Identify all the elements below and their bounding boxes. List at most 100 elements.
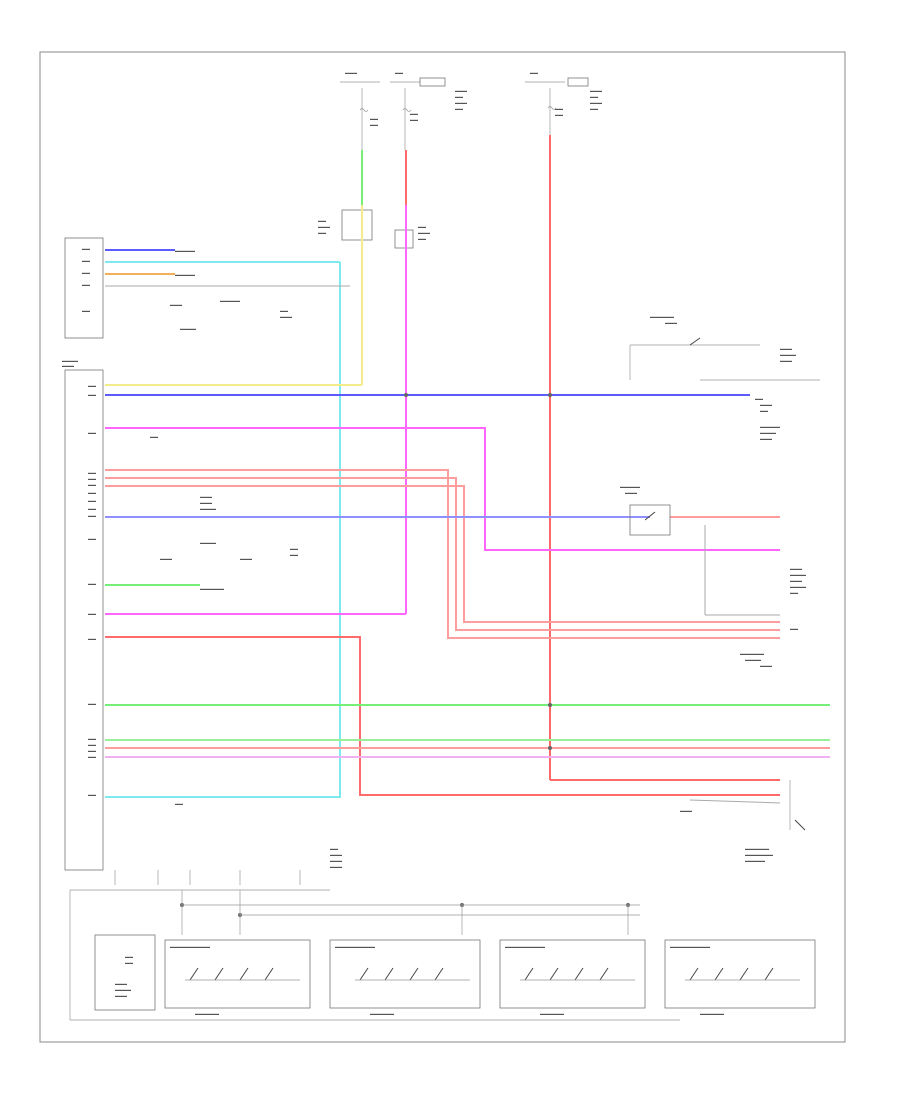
svg-text:▬▬: ▬▬ — [395, 70, 403, 75]
svg-text:▬▬: ▬▬ — [455, 94, 463, 99]
svg-text:▬▬▬▬▬: ▬▬▬▬▬ — [760, 424, 780, 429]
svg-text:▬▬▬: ▬▬▬ — [680, 808, 692, 813]
svg-text:▬▬▬: ▬▬▬ — [318, 224, 330, 229]
svg-text:▬▬: ▬▬ — [88, 498, 96, 503]
diagram-border — [39, 51, 846, 1043]
svg-text:▬▬▬▬: ▬▬▬▬ — [180, 326, 196, 331]
svg-text:▬▬▬: ▬▬▬ — [780, 346, 792, 351]
svg-text:▬▬▬▬: ▬▬▬▬ — [790, 572, 806, 577]
svg-text:▬▬▬▬▬▬▬▬▬▬: ▬▬▬▬▬▬▬▬▬▬ — [335, 944, 375, 949]
svg-text:▬▬▬: ▬▬▬ — [345, 70, 357, 75]
svg-text:▬▬▬▬▬▬▬▬▬▬: ▬▬▬▬▬▬▬▬▬▬ — [505, 944, 545, 949]
svg-text:▬▬▬▬: ▬▬▬▬ — [200, 540, 216, 545]
svg-text:▬▬▬▬▬▬: ▬▬▬▬▬▬ — [745, 846, 769, 851]
junction-connectors: ▬▬▬▬▬▬▬ ▬▬▬▬▬▬▬ — [318, 209, 430, 249]
svg-text:▬▬▬: ▬▬▬ — [590, 88, 602, 93]
svg-text:▬▬: ▬▬ — [318, 230, 326, 235]
svg-text:▬▬: ▬▬ — [88, 611, 96, 616]
svg-text:▬▬: ▬▬ — [290, 552, 298, 557]
svg-text:▬▬▬: ▬▬▬ — [760, 402, 772, 407]
svg-text:▬▬: ▬▬ — [370, 116, 378, 121]
svg-text:▬▬▬▬▬▬: ▬▬▬▬▬▬ — [370, 1011, 394, 1016]
switch-bank-4: ▬▬▬▬▬▬▬▬▬▬ ▬▬▬▬▬▬ — [664, 939, 816, 1016]
svg-text:▬▬: ▬▬ — [418, 236, 426, 241]
svg-text:▬▬▬▬: ▬▬▬▬ — [115, 987, 131, 992]
svg-text:▬▬: ▬▬ — [88, 736, 96, 741]
svg-text:▬▬: ▬▬ — [82, 270, 90, 275]
svg-text:▬▬▬: ▬▬▬ — [790, 578, 802, 583]
svg-text:▬▬▬: ▬▬▬ — [240, 556, 252, 561]
module-pin-labels: ▬▬▬▬ ▬▬ ▬▬▬▬▬▬ ▬▬▬▬▬▬ ▬▬▬▬ ▬▬▬▬▬▬ ▬▬ ▬▬▬… — [88, 383, 96, 797]
svg-text:▬▬▬▬: ▬▬▬▬ — [760, 430, 776, 435]
svg-text:▬▬: ▬▬ — [88, 392, 96, 397]
svg-text:▬▬: ▬▬ — [125, 960, 133, 965]
svg-text:▬▬▬: ▬▬▬ — [200, 494, 212, 499]
svg-text:▬▬: ▬▬ — [370, 122, 378, 127]
right-switch-module: ▬▬ ▬▬▬ ▬▬ ▬▬▬▬▬ ▬▬▬▬ ▬▬▬ — [755, 396, 780, 441]
main-control-module: ▬▬▬▬ ▬▬▬ — [62, 358, 104, 871]
svg-text:▬▬▬▬▬: ▬▬▬▬▬ — [620, 484, 640, 489]
svg-text:▬▬▬: ▬▬▬ — [280, 314, 292, 319]
svg-text:▬▬: ▬▬ — [760, 408, 768, 413]
svg-text:▬▬: ▬▬ — [82, 308, 90, 313]
svg-text:▬▬: ▬▬ — [88, 536, 96, 541]
svg-text:▬▬: ▬▬ — [530, 70, 538, 75]
svg-text:▬▬▬▬▬▬: ▬▬▬▬▬▬ — [650, 314, 674, 319]
svg-text:▬▬: ▬▬ — [82, 246, 90, 251]
svg-text:▬▬: ▬▬ — [88, 490, 96, 495]
svg-text:▬▬▬: ▬▬▬ — [200, 500, 212, 505]
right-actuator: ▬▬▬▬▬▬ ▬▬▬▬▬▬▬ ▬▬▬▬▬ ▬▬▬ — [680, 780, 806, 863]
svg-text:▬▬: ▬▬ — [455, 106, 463, 111]
left-connector-module: ▬▬ ▬▬ ▬▬ ▬▬ ▬▬ — [64, 237, 104, 339]
left-sensor-block: ▬▬ ▬▬ ▬▬▬ ▬▬▬▬ ▬▬▬ — [94, 934, 156, 1011]
svg-text:▬▬▬: ▬▬▬ — [115, 993, 127, 998]
svg-text:▬▬▬: ▬▬▬ — [665, 320, 677, 325]
svg-text:▬▬▬▬▬▬▬▬▬▬: ▬▬▬▬▬▬▬▬▬▬ — [670, 944, 710, 949]
svg-text:▬▬: ▬▬ — [555, 112, 563, 117]
right-switch-mid: ▬▬▬▬▬ ▬▬▬ ▬▬▬ ▬▬▬▬ ▬▬▬ ▬▬▬▬ ▬▬ — [620, 484, 806, 595]
svg-text:▬▬: ▬▬ — [790, 590, 798, 595]
svg-text:▬▬: ▬▬ — [125, 954, 133, 959]
svg-text:▬▬: ▬▬ — [88, 506, 96, 511]
svg-text:▬▬: ▬▬ — [88, 581, 96, 586]
svg-text:▬▬▬: ▬▬▬ — [625, 490, 637, 495]
svg-text:▬▬▬▬▬: ▬▬▬▬▬ — [175, 248, 195, 253]
bottom-bus — [69, 889, 680, 1021]
svg-text:▬▬: ▬▬ — [88, 792, 96, 797]
svg-text:▬▬▬▬▬: ▬▬▬▬▬ — [175, 272, 195, 277]
svg-text:▬▬: ▬▬ — [88, 754, 96, 759]
svg-text:▬▬▬: ▬▬▬ — [330, 858, 342, 863]
svg-text:▬▬: ▬▬ — [88, 476, 96, 481]
svg-text:▬▬▬▬: ▬▬▬▬ — [200, 506, 216, 511]
svg-text:▬▬▬: ▬▬▬ — [780, 358, 792, 363]
svg-text:▬▬: ▬▬ — [318, 218, 326, 223]
svg-text:▬▬▬: ▬▬▬ — [62, 363, 74, 368]
svg-text:▬▬▬▬▬: ▬▬▬▬▬ — [220, 298, 240, 303]
svg-text:▬▬: ▬▬ — [88, 748, 96, 753]
svg-text:▬▬: ▬▬ — [410, 117, 418, 122]
svg-text:▬▬: ▬▬ — [88, 701, 96, 706]
svg-text:▬▬: ▬▬ — [88, 636, 96, 641]
svg-text:▬▬: ▬▬ — [555, 106, 563, 111]
svg-text:▬▬▬: ▬▬▬ — [330, 864, 342, 869]
svg-text:▬▬▬▬: ▬▬▬▬ — [745, 657, 761, 662]
switch-bank-2: ▬▬▬▬▬▬▬▬▬▬ ▬▬▬▬▬▬ — [329, 939, 481, 1016]
svg-text:▬▬▬▬▬▬: ▬▬▬▬▬▬ — [195, 1011, 219, 1016]
svg-text:▬▬▬: ▬▬▬ — [590, 100, 602, 105]
svg-text:▬▬: ▬▬ — [590, 106, 598, 111]
svg-text:▬▬: ▬▬ — [88, 383, 96, 388]
svg-text:▬▬▬▬: ▬▬▬▬ — [780, 352, 796, 357]
svg-text:▬▬▬: ▬▬▬ — [330, 852, 342, 857]
svg-text:▬▬▬▬: ▬▬▬▬ — [790, 584, 806, 589]
svg-text:▬▬▬▬▬: ▬▬▬▬▬ — [745, 858, 765, 863]
svg-text:▬▬: ▬▬ — [82, 282, 90, 287]
svg-text:▬▬▬: ▬▬▬ — [418, 230, 430, 235]
svg-text:▬▬▬▬▬▬▬▬▬▬: ▬▬▬▬▬▬▬▬▬▬ — [170, 944, 210, 949]
svg-text:▬▬▬: ▬▬▬ — [760, 663, 772, 668]
svg-text:▬▬: ▬▬ — [175, 801, 183, 806]
top-fuse-area: ▬▬▬ ▬▬ ▬▬ ▬▬▬▬▬ ▬▬▬▬▬ ▬▬▬▬▬ ▬▬▬▬▬ ▬▬▬▬ ▬… — [340, 70, 602, 150]
svg-text:▬▬: ▬▬ — [150, 434, 158, 439]
right-sensor: ▬▬▬▬▬▬ ▬▬▬▬ ▬▬▬ ▬▬ — [740, 626, 798, 668]
svg-text:▬▬▬: ▬▬▬ — [170, 302, 182, 307]
